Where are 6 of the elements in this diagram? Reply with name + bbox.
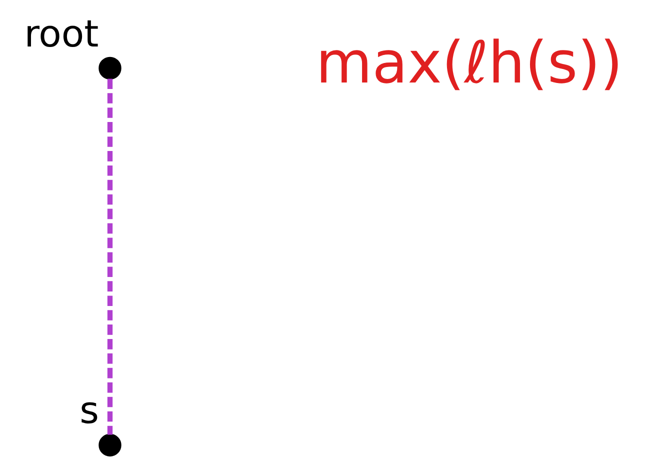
node-label: root bbox=[24, 11, 99, 56]
connector bbox=[107, 78, 113, 435]
node-circle bbox=[98, 434, 122, 456]
node-label: s bbox=[80, 388, 100, 432]
node-circle bbox=[98, 56, 122, 80]
label: max(ℓh(s)) bbox=[316, 28, 623, 96]
